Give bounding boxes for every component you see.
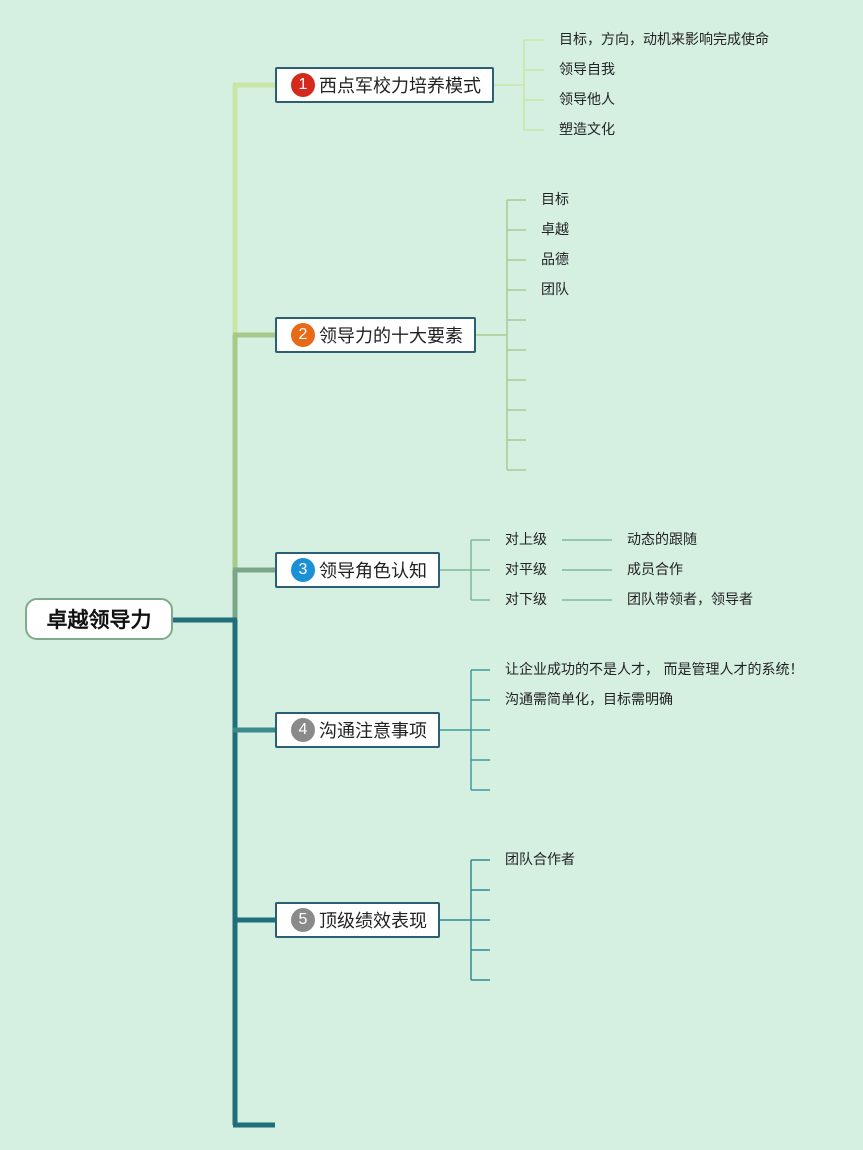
- topic-1-leaf-4[interactable]: 塑造文化: [559, 122, 615, 138]
- topic-4-leaf-2[interactable]: 沟通需简单化，目标需明确: [505, 692, 673, 708]
- leaf-lines-3: [439, 539, 612, 601]
- number-badge-2: 2: [291, 323, 315, 347]
- topic-1[interactable]: 1 西点军校力培养模式: [275, 67, 494, 103]
- leaf-lines-2: [475, 199, 526, 471]
- number-badge-3: 3: [291, 558, 315, 582]
- leaf-lines-1: [493, 39, 544, 131]
- root-node[interactable]: 卓越领导力: [25, 598, 173, 640]
- topic-4-leaf-1[interactable]: 让企业成功的不是人才， 而是管理人才的系统！: [505, 662, 804, 678]
- topic-2[interactable]: 2 领导力的十大要素: [275, 317, 476, 353]
- topic-3-leaf-3[interactable]: 对下级: [505, 592, 547, 608]
- topic-4-label: 沟通注意事项: [319, 721, 427, 742]
- topic-1-leaf-2[interactable]: 领导自我: [559, 62, 615, 78]
- topic-4[interactable]: 4 沟通注意事项: [275, 712, 440, 748]
- leaf-lines-4: [439, 669, 490, 791]
- topic-2-leaf-1[interactable]: 目标: [541, 192, 569, 208]
- topic-1-leaf-1[interactable]: 目标，方向，动机来影响完成使命: [559, 32, 769, 48]
- topic-2-leaf-2[interactable]: 卓越: [541, 222, 569, 238]
- topic-1-leaf-3[interactable]: 领导他人: [559, 92, 615, 108]
- number-badge-4: 4: [291, 718, 315, 742]
- topic-1-label: 西点军校力培养模式: [319, 76, 481, 97]
- topic-3-leaf-1[interactable]: 对上级: [505, 532, 547, 548]
- topic-3-subleaf-3[interactable]: 团队带领者，领导者: [627, 592, 753, 608]
- topic-5-leaf-1[interactable]: 团队合作者: [505, 852, 575, 868]
- topic-3-leaf-2[interactable]: 对平级: [505, 562, 547, 578]
- topic-3[interactable]: 3 领导角色认知: [275, 552, 440, 588]
- number-badge-5: 5: [291, 908, 315, 932]
- topic-3-subleaf-2[interactable]: 成员合作: [627, 562, 683, 578]
- topic-5-label: 顶级绩效表现: [319, 911, 427, 932]
- topic-2-label: 领导力的十大要素: [319, 326, 463, 347]
- root-label: 卓越领导力: [46, 608, 152, 632]
- topic-3-label: 领导角色认知: [319, 561, 427, 582]
- number-badge-1: 1: [291, 73, 315, 97]
- topic-5[interactable]: 5 顶级绩效表现: [275, 902, 440, 938]
- topic-2-leaf-3[interactable]: 品德: [541, 252, 569, 268]
- topic-2-leaf-4[interactable]: 团队: [541, 282, 569, 298]
- leaf-lines-5: [439, 859, 490, 981]
- topic-3-subleaf-1[interactable]: 动态的跟随: [627, 532, 697, 548]
